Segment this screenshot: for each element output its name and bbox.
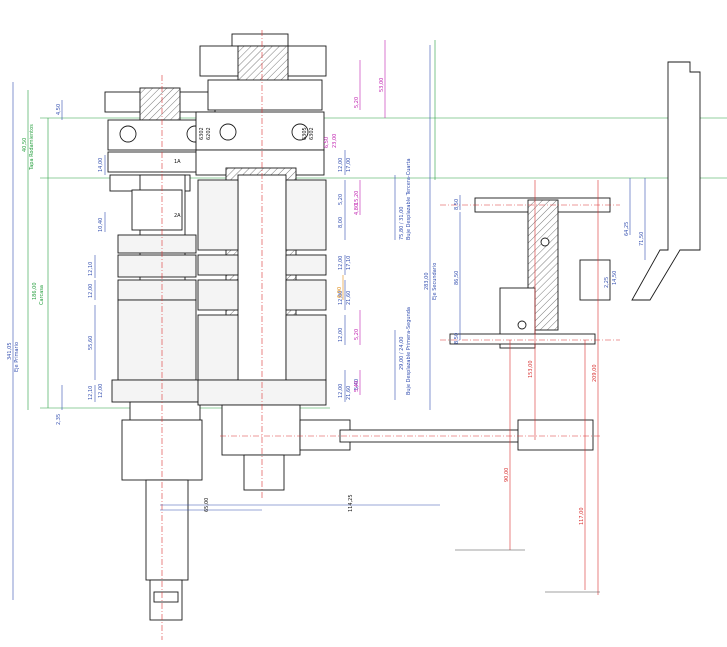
dim-mag-5: 4,80 xyxy=(354,204,360,215)
label-secundario-value: 283,00 xyxy=(424,273,430,291)
dim-mid-7: 21,60 xyxy=(346,291,352,305)
dim-mid-8: 12,00 xyxy=(338,328,344,342)
label-buje-3a4a-values: 29,00 / 24,00 xyxy=(399,337,405,371)
dim-left-0: 4,50 xyxy=(56,104,62,115)
dim-mid-3: 8,00 xyxy=(338,217,344,228)
shift-rod-detail xyxy=(220,419,600,451)
dim-fork-4: 71,50 xyxy=(639,232,645,246)
dim-mag-1: 53,00 xyxy=(379,78,385,92)
dim-mid-11: 12,00 xyxy=(338,384,344,398)
dim-mid-1: 17,00 xyxy=(346,158,352,172)
dim-fork-2: 8,50 xyxy=(454,333,460,344)
dim-bottom-0: 65,00 xyxy=(204,498,210,512)
dim-red-0: 90,00 xyxy=(504,468,510,482)
dim-mag-4: 15,20 xyxy=(354,191,360,205)
dim-mag-3: 23,00 xyxy=(332,134,338,148)
dim-left-3: 10,40 xyxy=(98,218,104,232)
label-carcasa-value: 186,00 xyxy=(32,283,38,301)
label-total-primario: 341,05 xyxy=(7,343,13,361)
label-buje-1a2a-values: 75,80 / 31,00 xyxy=(399,207,405,241)
dim-mag-2: 6,50 xyxy=(324,137,330,148)
mark-bearing-1: 6202 xyxy=(206,127,212,140)
label-carcasa: Carcasa xyxy=(39,285,45,305)
dim-mag-0: 5,20 xyxy=(354,97,360,108)
dim-bottom-1: 114,25 xyxy=(348,495,354,513)
shift-fork-detail xyxy=(449,61,701,349)
dim-mid-2: 5,20 xyxy=(338,194,344,205)
dimension-lines xyxy=(12,40,646,600)
drawing-labels: 341,05 Eje Primario 40,50 Tapa Rodamient… xyxy=(7,78,645,525)
dim-left-2: 14,00 xyxy=(98,158,104,172)
mark-gear-2a: 2A xyxy=(174,213,181,219)
mark-bearing-0: 6302 xyxy=(199,127,205,140)
dim-fork-1: 86,50 xyxy=(454,271,460,285)
primary-shaft-assembly xyxy=(104,75,219,640)
dim-fork-6: 14,50 xyxy=(612,271,618,285)
dim-orange-0: 6,00 xyxy=(337,287,343,298)
mark-gear-1a: 1A xyxy=(174,159,181,165)
label-buje-1a2a: Buje Desplazable Primera-Segunda xyxy=(406,307,412,395)
mark-bearing-2: 6305 xyxy=(302,127,308,140)
dim-left-7: 12,10 xyxy=(88,386,94,400)
dim-left-8: 12,00 xyxy=(98,384,104,398)
dim-left-4: 12,10 xyxy=(88,262,94,276)
label-eje-secundario: Eje Secundario xyxy=(432,263,438,300)
dim-fork-3: 64,25 xyxy=(624,222,630,236)
dim-mid-0: 12,00 xyxy=(338,158,344,172)
label-tapa-value: 40,50 xyxy=(22,138,28,152)
dim-fork-0: 8,50 xyxy=(454,199,460,210)
label-tapa-rodamientos: Tapa Rodamientos xyxy=(29,124,35,171)
dim-mid-9: 21,60 xyxy=(346,386,352,400)
secondary-shaft-assembly xyxy=(195,30,327,500)
dim-mag-7: 5,40 xyxy=(354,381,360,392)
dim-left-6: 55,60 xyxy=(88,336,94,350)
dim-mid-4: 12,00 xyxy=(338,256,344,270)
dim-mid-10: 5,40 xyxy=(354,379,360,390)
label-buje-3a4a: Buje Desplazable Tercera-Cuarta xyxy=(406,158,412,240)
dim-mid-6: 12,00 xyxy=(338,291,344,305)
dim-fork-5: 2,25 xyxy=(604,277,610,288)
dim-left-1: 2,35 xyxy=(56,414,62,425)
label-eje-primario: Eje Primario xyxy=(14,342,20,372)
dim-mag-6: 5,20 xyxy=(354,329,360,340)
dim-red-1: 117,00 xyxy=(579,508,585,526)
dim-left-5: 12,00 xyxy=(88,284,94,298)
dim-mid-5: 17,10 xyxy=(346,256,352,270)
dim-red-3: 209,00 xyxy=(592,365,598,383)
mark-bearing-3: 6302 xyxy=(309,127,315,140)
dim-red-2: 153,00 xyxy=(528,361,534,379)
